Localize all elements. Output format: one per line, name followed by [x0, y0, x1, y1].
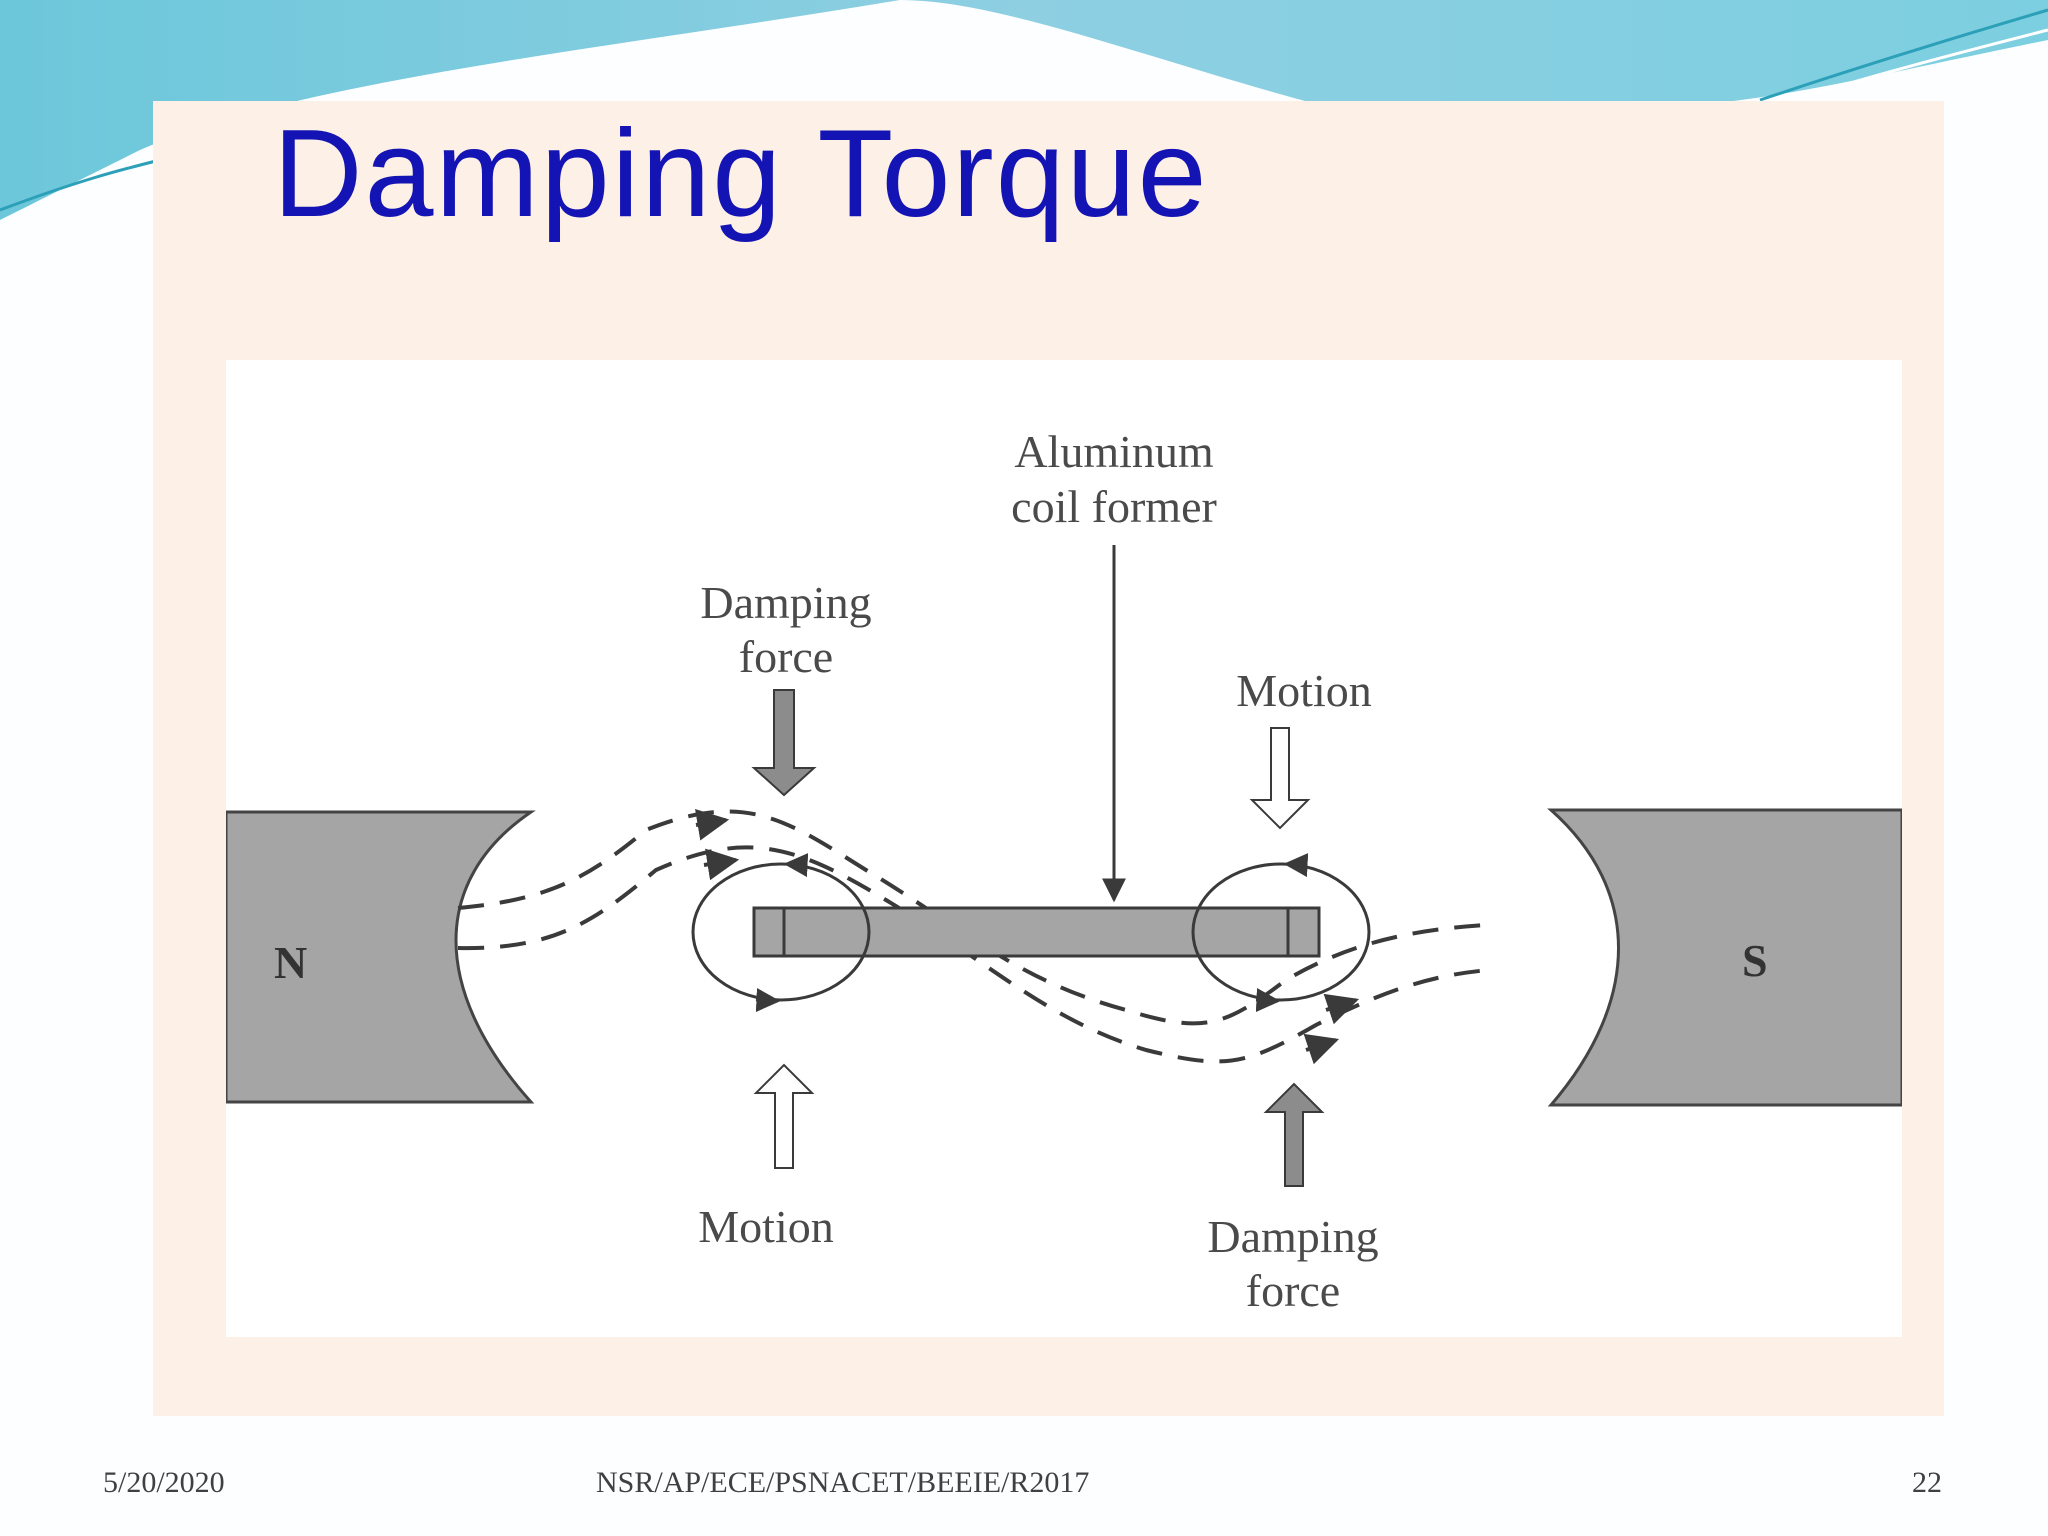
motion-label-bottom: Motion	[698, 1201, 833, 1252]
flux-line-lower	[457, 845, 1491, 1064]
flux-arrow-2	[703, 848, 740, 881]
damping-force-label-top-line2: force	[739, 631, 833, 682]
motion-label-top: Motion	[1236, 665, 1371, 716]
header-wave-decoration	[0, 0, 2048, 220]
motion-arrow-bottom	[753, 1063, 815, 1169]
south-pole-label: S	[1742, 935, 1768, 986]
aluminum-label-line2: coil former	[1011, 481, 1217, 532]
eddy-current-loop-left	[691, 862, 871, 1002]
flux-line-upper	[457, 809, 1487, 1026]
south-pole-magnet	[1547, 808, 1902, 1107]
damping-diagram: N S	[226, 360, 1902, 1337]
footer-page-number: 22	[1912, 1466, 1942, 1499]
footer-date: 5/20/2020	[103, 1466, 225, 1499]
flux-arrow-3	[1323, 993, 1360, 1025]
motion-arrow-top	[1249, 727, 1311, 830]
slide-title: Damping Torque	[273, 105, 1209, 243]
flux-arrow-4	[1303, 1033, 1340, 1065]
content-panel: Damping Torque N S	[153, 101, 1944, 1416]
damping-force-label-bottom-line1: Damping	[1207, 1211, 1378, 1262]
footer-course-code: NSR/AP/ECE/PSNACET/BEEIE/R2017	[596, 1466, 1090, 1499]
aluminum-label-line1: Aluminum	[1014, 426, 1214, 477]
damping-force-arrow-top	[751, 689, 817, 797]
north-pole-label: N	[274, 937, 307, 988]
eddy-current-loop-right	[1191, 862, 1371, 1002]
damping-force-label-bottom-line2: force	[1246, 1265, 1340, 1316]
flux-arrow-1	[694, 808, 730, 841]
damping-force-label-top-line1: Damping	[700, 577, 871, 628]
aluminum-coil-former-bar	[752, 906, 1321, 958]
damping-force-arrow-bottom	[1263, 1082, 1325, 1187]
north-pole-magnet	[226, 810, 536, 1104]
